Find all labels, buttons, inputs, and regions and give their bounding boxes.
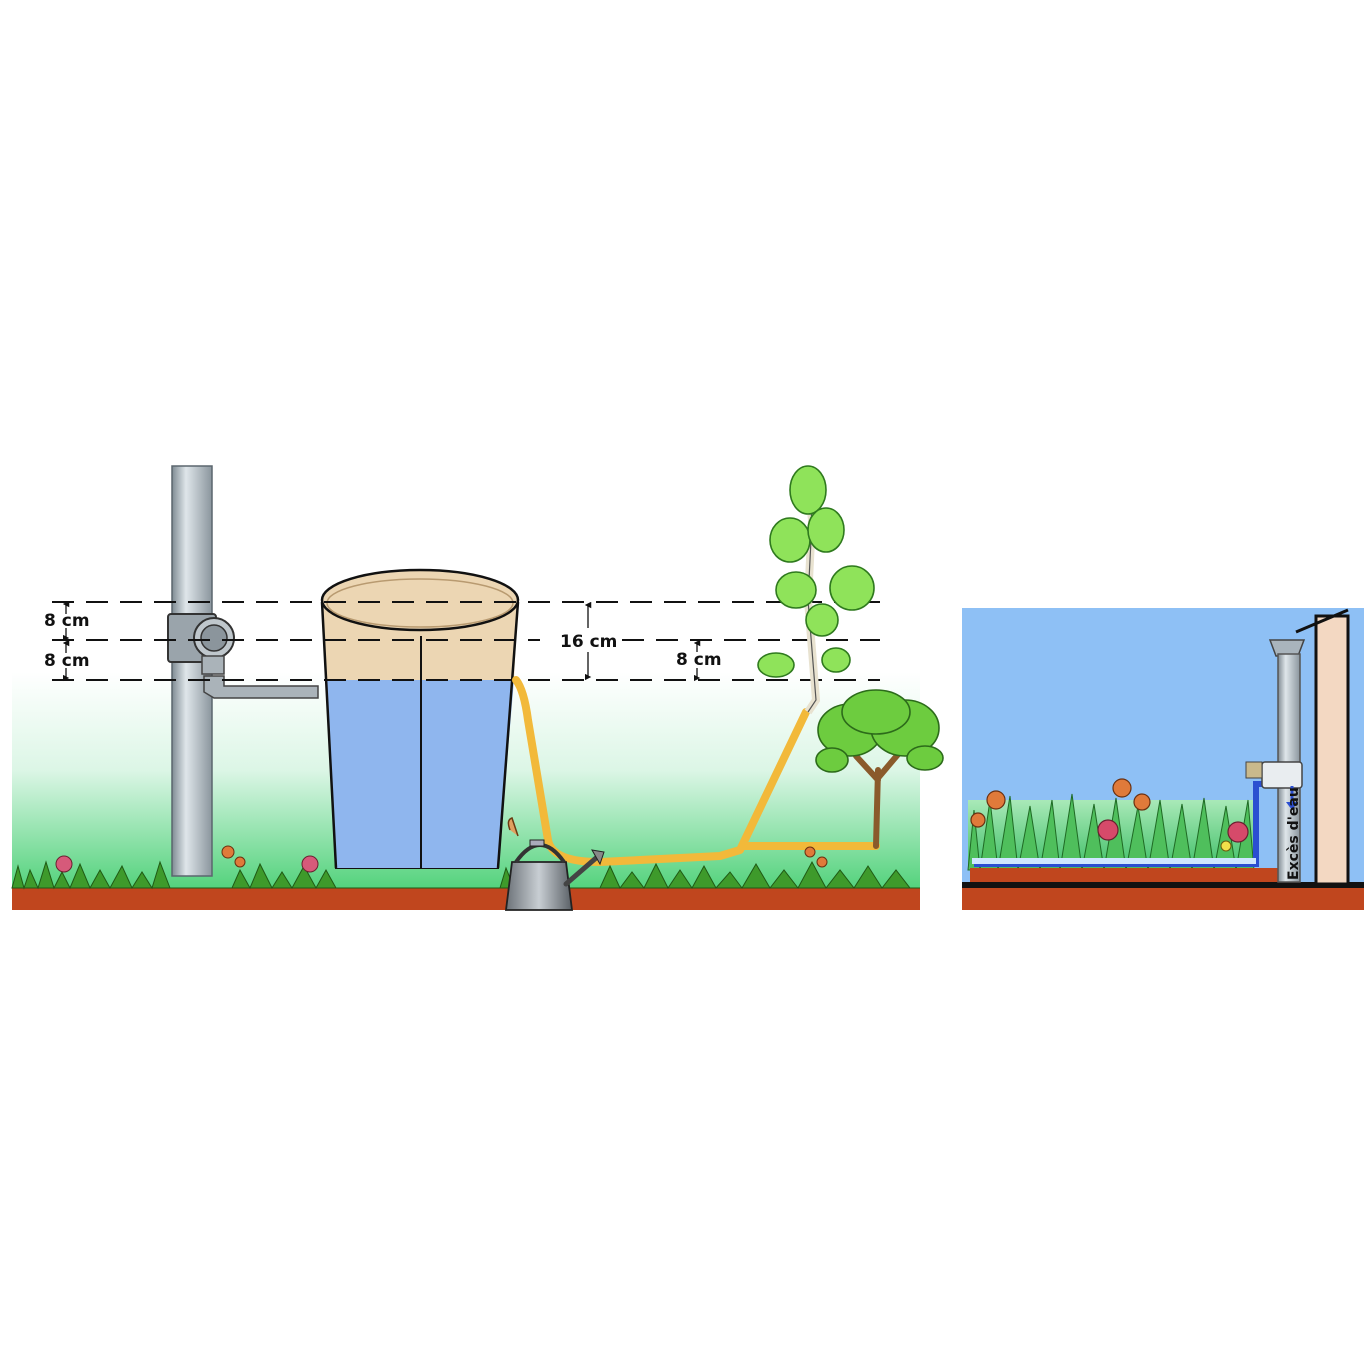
wall xyxy=(1314,614,1350,886)
flowers-icon xyxy=(55,845,828,873)
down-arrow-icon xyxy=(1286,786,1298,810)
barrel xyxy=(320,568,520,869)
dim-label-bottom: 8 cm xyxy=(44,651,90,671)
dim-label-top: 8 cm xyxy=(44,611,90,631)
right-soil xyxy=(970,868,1282,882)
right-base xyxy=(962,882,1364,888)
watering-can-icon xyxy=(504,817,605,911)
left-grass xyxy=(11,860,920,890)
dim-label-right: 8 cm xyxy=(676,650,722,670)
flowers-icon xyxy=(970,778,1249,852)
rain-collector-icon xyxy=(167,613,319,699)
bush-icon xyxy=(815,689,944,849)
right-panel: Excès d'eau xyxy=(962,608,1364,910)
dim-label-barrel: 16 cm xyxy=(560,632,617,652)
hose xyxy=(512,676,880,866)
overflow-label: Excès d'eau xyxy=(1286,787,1302,880)
downpipe-icon xyxy=(1245,639,1306,883)
tree-icon xyxy=(757,465,875,715)
right-ground xyxy=(962,888,1364,910)
level-lines xyxy=(52,601,880,681)
left-panel: 8 cm 8 cm 16 cm 8 cm xyxy=(11,465,944,911)
barrel-rim xyxy=(320,568,520,632)
left-soil xyxy=(12,888,920,910)
